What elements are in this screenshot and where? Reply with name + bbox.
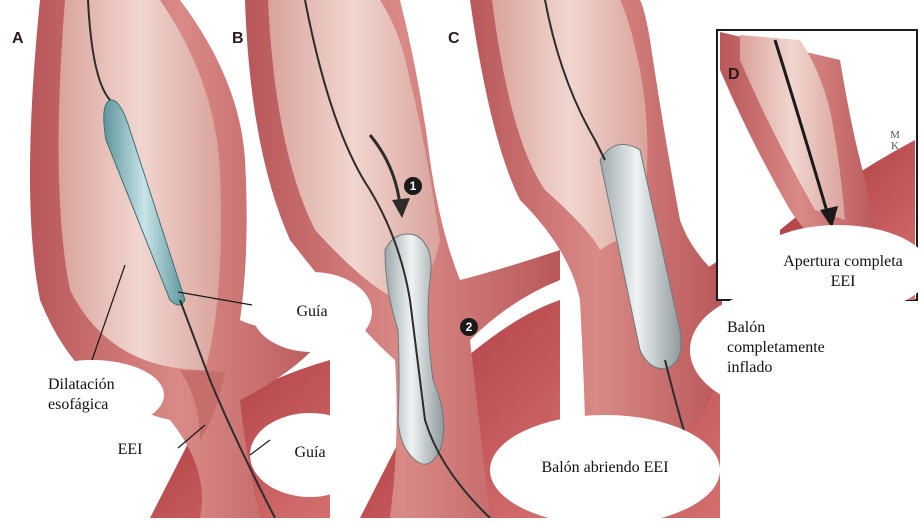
label-dilatacion: Dilatación esofágica: [48, 375, 168, 415]
label-guia-b: Guía: [260, 443, 360, 463]
label-dilatacion-line-1: Dilatación: [48, 375, 168, 395]
illustrator-logo: M K: [884, 130, 906, 152]
label-apertura: Apertura completa EEI: [768, 252, 918, 292]
label-balon-inflado: Balón completamente inflado: [727, 318, 877, 384]
label-balon-inflado-line-3: inflado: [727, 358, 877, 378]
label-apertura-line-1: Apertura completa: [768, 252, 918, 272]
label-balon-inflado-line-1: Balón: [727, 318, 877, 338]
label-balon-inflado-line-2: completamente: [727, 338, 877, 358]
logo-line-2: K: [884, 141, 906, 152]
label-eei-a: EEI: [98, 440, 162, 460]
step-1-badge: 1: [404, 177, 422, 195]
label-dilatacion-line-2: esofágica: [48, 395, 168, 415]
label-guia-a: Guía: [262, 302, 362, 322]
label-apertura-line-2: EEI: [768, 272, 918, 292]
panel-label-a: A: [12, 30, 24, 48]
step-2-badge: 2: [460, 318, 478, 336]
panel-label-d: D: [728, 66, 740, 84]
label-balon-abriendo: Balón abriendo EEI: [510, 458, 700, 478]
panel-label-c: C: [448, 30, 460, 48]
panel-label-b: B: [232, 30, 244, 48]
